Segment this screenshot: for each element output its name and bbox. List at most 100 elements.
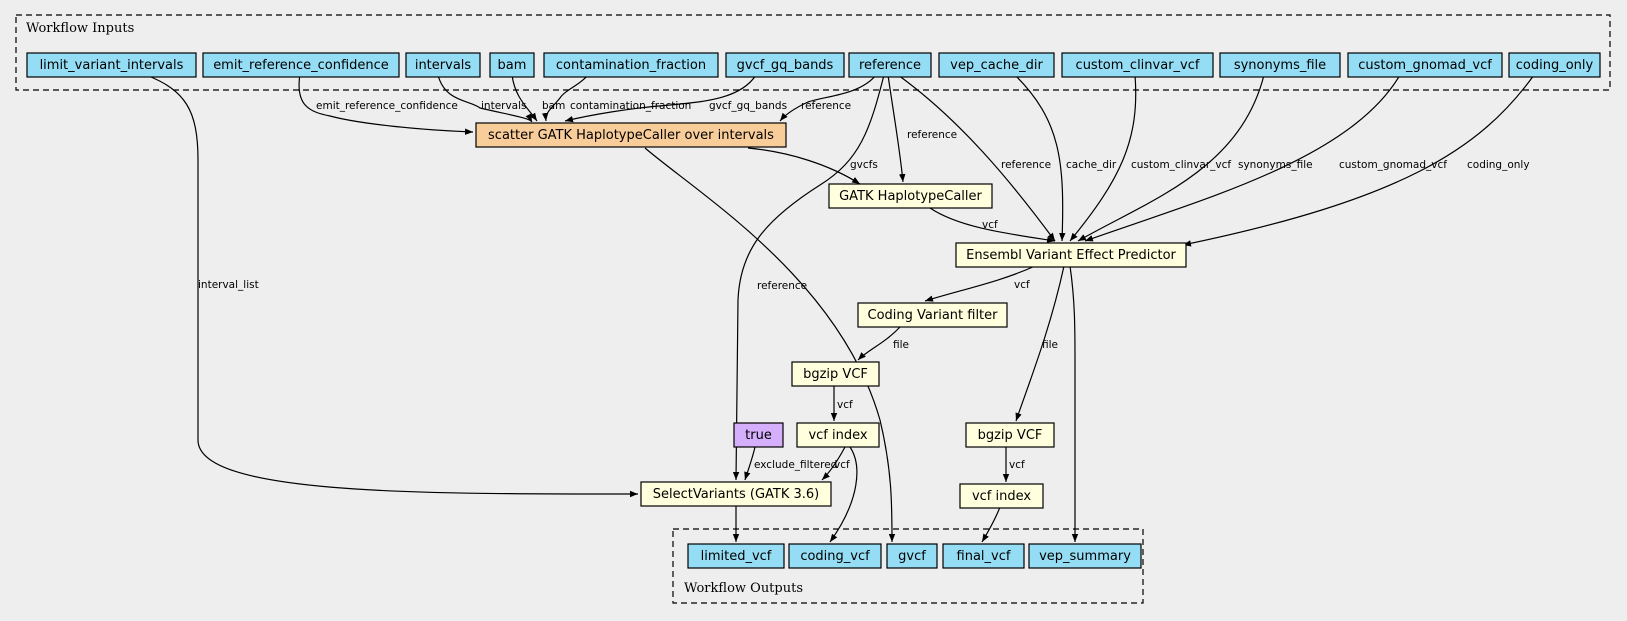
- node-select-variants-label: SelectVariants (GATK 3.6): [653, 487, 820, 502]
- node-bgzip-vcf-2-label: bgzip VCF: [978, 428, 1043, 443]
- node-emit-reference-confidence[interactable]: emit_reference_confidence: [202, 52, 400, 78]
- node-coding-variant-filter[interactable]: Coding Variant filter: [857, 302, 1008, 328]
- edge-scatter-gvcf: [644, 147, 896, 543]
- node-vcf-index-2[interactable]: vcf index: [959, 483, 1044, 509]
- label-vcf-vep-filter: vcf: [1014, 279, 1030, 291]
- node-scatter-haplotypecaller-label: scatter GATK HaplotypeCaller over interv…: [488, 128, 774, 143]
- label-reference-select: reference: [757, 280, 807, 292]
- edge-custom-gnomad-vcf: [1084, 74, 1401, 242]
- label-vcf-bgzip1-index: vcf: [837, 399, 853, 411]
- label-cache-dir: cache_dir: [1066, 159, 1117, 171]
- node-limited-vcf[interactable]: limited_vcf: [687, 543, 785, 569]
- node-gatk-haplotypecaller[interactable]: GATK HaplotypeCaller: [828, 183, 993, 209]
- node-vep-summary[interactable]: vep_summary: [1028, 543, 1142, 569]
- label-synonyms-file: synonyms_file: [1238, 159, 1313, 171]
- node-vep-summary-label: vep_summary: [1039, 549, 1131, 564]
- node-bam[interactable]: bam: [489, 52, 535, 78]
- node-true-constant-label: true: [745, 428, 772, 443]
- node-limit-variant-intervals[interactable]: limit_variant_intervals: [26, 52, 197, 78]
- node-bgzip-vcf-1[interactable]: bgzip VCF: [791, 361, 880, 387]
- label-file-filter-bgzip: file: [893, 339, 909, 351]
- node-synonyms-file[interactable]: synonyms_file: [1219, 52, 1341, 78]
- node-vep-cache-dir-label: vep_cache_dir: [950, 58, 1043, 73]
- label-custom-gnomad-vcf: custom_gnomad_vcf: [1339, 159, 1447, 171]
- edge-synonyms-file: [1077, 74, 1265, 242]
- label-coding-only: coding_only: [1467, 159, 1530, 171]
- edge-coding-only: [1182, 74, 1535, 247]
- node-gvcf-gq-bands-label: gvcf_gq_bands: [737, 58, 834, 73]
- node-reference[interactable]: reference: [848, 52, 932, 78]
- node-bam-label: bam: [498, 58, 527, 73]
- step-nodes: scatter GATK HaplotypeCaller over interv…: [475, 122, 1187, 509]
- node-gvcf-gq-bands[interactable]: gvcf_gq_bands: [725, 52, 845, 78]
- label-contamination-fraction: contamination_fraction: [570, 100, 691, 112]
- node-coding-vcf[interactable]: coding_vcf: [788, 543, 882, 569]
- node-contamination-fraction-label: contamination_fraction: [556, 58, 706, 73]
- edge-haplotypecaller-vep: [929, 207, 1056, 243]
- node-vep[interactable]: Ensembl Variant Effect Predictor: [955, 242, 1187, 268]
- node-contamination-fraction[interactable]: contamination_fraction: [543, 52, 719, 78]
- label-interval-list: interval_list: [198, 279, 259, 291]
- label-bam: bam: [542, 100, 565, 112]
- edge-vep-filter: [924, 265, 1036, 302]
- edge-vep-summary: [1069, 265, 1079, 542]
- edge-interval-list: [145, 74, 639, 498]
- node-custom-clinvar-vcf-label: custom_clinvar_vcf: [1076, 58, 1200, 73]
- label-reference-scatter: reference: [801, 100, 851, 112]
- node-vcf-index-2-label: vcf index: [972, 489, 1031, 504]
- label-gvcf-gq-bands: gvcf_gq_bands: [709, 100, 787, 112]
- edge-index1-selectvariants: [821, 446, 846, 481]
- node-gvcf[interactable]: gvcf: [886, 543, 938, 569]
- edge-emit-reference-confidence: [298, 73, 474, 135]
- edge-reference-vep: [897, 74, 1056, 242]
- label-intervals: intervals: [481, 100, 527, 112]
- node-custom-gnomad-vcf[interactable]: custom_gnomad_vcf: [1347, 52, 1503, 78]
- edge-bam: [511, 74, 538, 122]
- edge-filter-bgzip1: [857, 326, 901, 361]
- node-intervals[interactable]: intervals: [405, 52, 481, 78]
- edge-index2-finalvcf: [981, 506, 1001, 543]
- workflow-outputs-label: Workflow Outputs: [684, 581, 803, 596]
- node-coding-only[interactable]: coding_only: [1508, 52, 1601, 78]
- label-emit-reference-confidence: emit_reference_confidence: [316, 100, 458, 112]
- node-synonyms-file-label: synonyms_file: [1234, 58, 1326, 73]
- edge-contamination-fraction: [541, 74, 589, 122]
- node-custom-clinvar-vcf[interactable]: custom_clinvar_vcf: [1061, 52, 1214, 78]
- output-nodes: limited_vcf coding_vcf gvcf final_vcf ve…: [687, 543, 1142, 569]
- node-scatter-haplotypecaller[interactable]: scatter GATK HaplotypeCaller over interv…: [475, 122, 787, 148]
- input-nodes: limit_variant_intervals emit_reference_c…: [26, 52, 1601, 78]
- label-reference-vep: reference: [1001, 159, 1051, 171]
- node-vcf-index-1[interactable]: vcf index: [796, 422, 880, 448]
- node-vep-label: Ensembl Variant Effect Predictor: [966, 248, 1176, 263]
- node-intervals-label: intervals: [415, 58, 472, 73]
- node-select-variants[interactable]: SelectVariants (GATK 3.6): [640, 481, 832, 507]
- edge-reference-scatter: [779, 74, 877, 122]
- node-emit-reference-confidence-label: emit_reference_confidence: [213, 58, 389, 73]
- edge-gvcf-gq-bands: [564, 74, 757, 123]
- node-limited-vcf-label: limited_vcf: [701, 549, 772, 564]
- node-true-constant[interactable]: true: [733, 422, 784, 448]
- workflow-inputs-label: Workflow Inputs: [26, 21, 134, 36]
- edge-intervals: [437, 74, 533, 123]
- label-vcf-index-select: vcf: [834, 459, 850, 471]
- node-vep-cache-dir[interactable]: vep_cache_dir: [938, 52, 1055, 78]
- node-gvcf-label: gvcf: [898, 549, 926, 564]
- label-vcf-hc-vep: vcf: [982, 219, 998, 231]
- edge-vep-bgzip2: [1015, 265, 1065, 422]
- edge-reference-selectvariants: [732, 74, 885, 481]
- label-gvcfs: gvcfs: [850, 159, 878, 171]
- node-gatk-haplotypecaller-label: GATK HaplotypeCaller: [839, 189, 982, 204]
- node-bgzip-vcf-2[interactable]: bgzip VCF: [965, 422, 1055, 448]
- workflow-inputs-cluster: Workflow Inputs: [15, 14, 1611, 91]
- node-coding-variant-filter-label: Coding Variant filter: [868, 308, 999, 323]
- node-custom-gnomad-vcf-label: custom_gnomad_vcf: [1358, 58, 1492, 73]
- node-vcf-index-1-label: vcf index: [808, 428, 867, 443]
- edge-reference-haplotypecaller: [887, 74, 906, 183]
- label-file-vep-bgzip: file: [1042, 339, 1058, 351]
- workflow-outputs-cluster: Workflow Outputs: [672, 528, 1144, 604]
- node-final-vcf-label: final_vcf: [957, 549, 1011, 564]
- node-final-vcf[interactable]: final_vcf: [942, 543, 1025, 569]
- edge-index1-codingvcf: [829, 446, 858, 543]
- label-vcf-bgzip2-index: vcf: [1009, 459, 1025, 471]
